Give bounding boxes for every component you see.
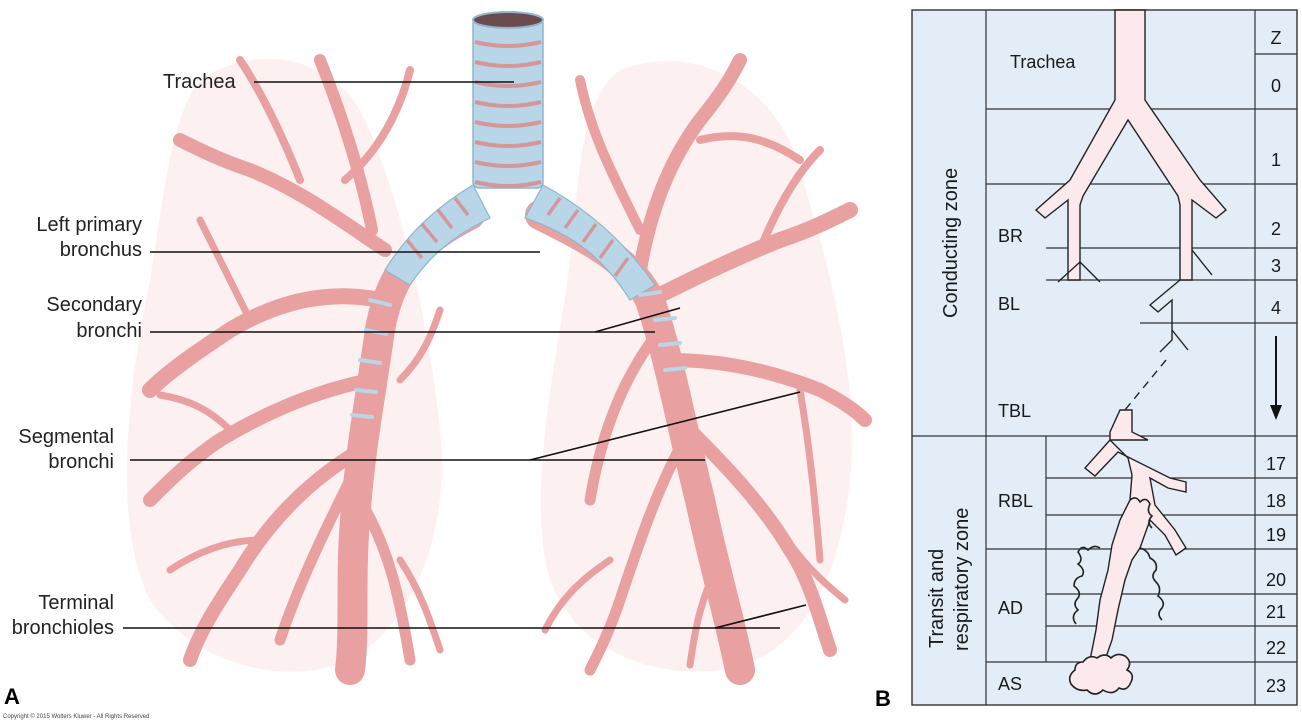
label-trachea: Trachea bbox=[163, 71, 237, 93]
bronchial-tree-illustration: Trachea Left primary bronchus Secondary … bbox=[3, 11, 872, 720]
generation-20: 20 bbox=[1266, 570, 1286, 590]
structure-bl: BL bbox=[998, 294, 1020, 314]
label-terminal-line2: bronchioles bbox=[12, 617, 114, 639]
structure-trachea: Trachea bbox=[1010, 52, 1076, 72]
generation-18: 18 bbox=[1266, 491, 1286, 511]
structure-ad: AD bbox=[998, 598, 1023, 618]
structure-as: AS bbox=[998, 674, 1022, 694]
zone-label-transit-line2: respiratory zone bbox=[951, 508, 973, 651]
generation-22: 22 bbox=[1266, 638, 1286, 658]
generation-1: 1 bbox=[1271, 150, 1281, 170]
label-secondary-line2: bronchi bbox=[76, 320, 142, 342]
generation-0: 0 bbox=[1271, 76, 1281, 96]
left-bronchial-branches bbox=[525, 53, 872, 685]
structure-tbl: TBL bbox=[998, 401, 1031, 421]
label-secondary-line1: Secondary bbox=[46, 294, 142, 316]
generation-21: 21 bbox=[1266, 602, 1286, 622]
panel-letter-b: B bbox=[875, 686, 891, 711]
panel-a-leader-lines bbox=[123, 81, 807, 629]
right-bronchial-branches bbox=[142, 54, 485, 685]
trachea-tube bbox=[350, 11, 687, 419]
generation-23: 23 bbox=[1266, 676, 1286, 696]
label-left-primary-line2: bronchus bbox=[60, 239, 142, 261]
generation-3: 3 bbox=[1271, 256, 1281, 276]
airway-generation-schematic: Conducting zone Transit and respiratory … bbox=[875, 9, 1298, 711]
zone-label-transit-line1: Transit and bbox=[926, 549, 948, 648]
label-segmental-line2: bronchi bbox=[48, 451, 114, 473]
generation-19: 19 bbox=[1266, 525, 1286, 545]
structure-br: BR bbox=[998, 226, 1023, 246]
z-header: Z bbox=[1271, 28, 1282, 48]
panel-letter-a: A bbox=[4, 684, 20, 709]
structure-rbl: RBL bbox=[998, 491, 1033, 511]
generation-arrow bbox=[1270, 336, 1282, 420]
generation-2: 2 bbox=[1271, 219, 1281, 239]
copyright-notice: Copyright © 2015 Wolters Kluwer - All Ri… bbox=[3, 713, 149, 720]
zone-label-conducting: Conducting zone bbox=[940, 168, 962, 318]
schematic-airway-tree bbox=[1034, 9, 1228, 695]
generation-17: 17 bbox=[1266, 454, 1286, 474]
label-segmental-line1: Segmental bbox=[18, 426, 114, 448]
label-terminal-line1: Terminal bbox=[38, 592, 114, 614]
label-left-primary-line1: Left primary bbox=[36, 214, 142, 236]
generation-4: 4 bbox=[1271, 298, 1281, 318]
